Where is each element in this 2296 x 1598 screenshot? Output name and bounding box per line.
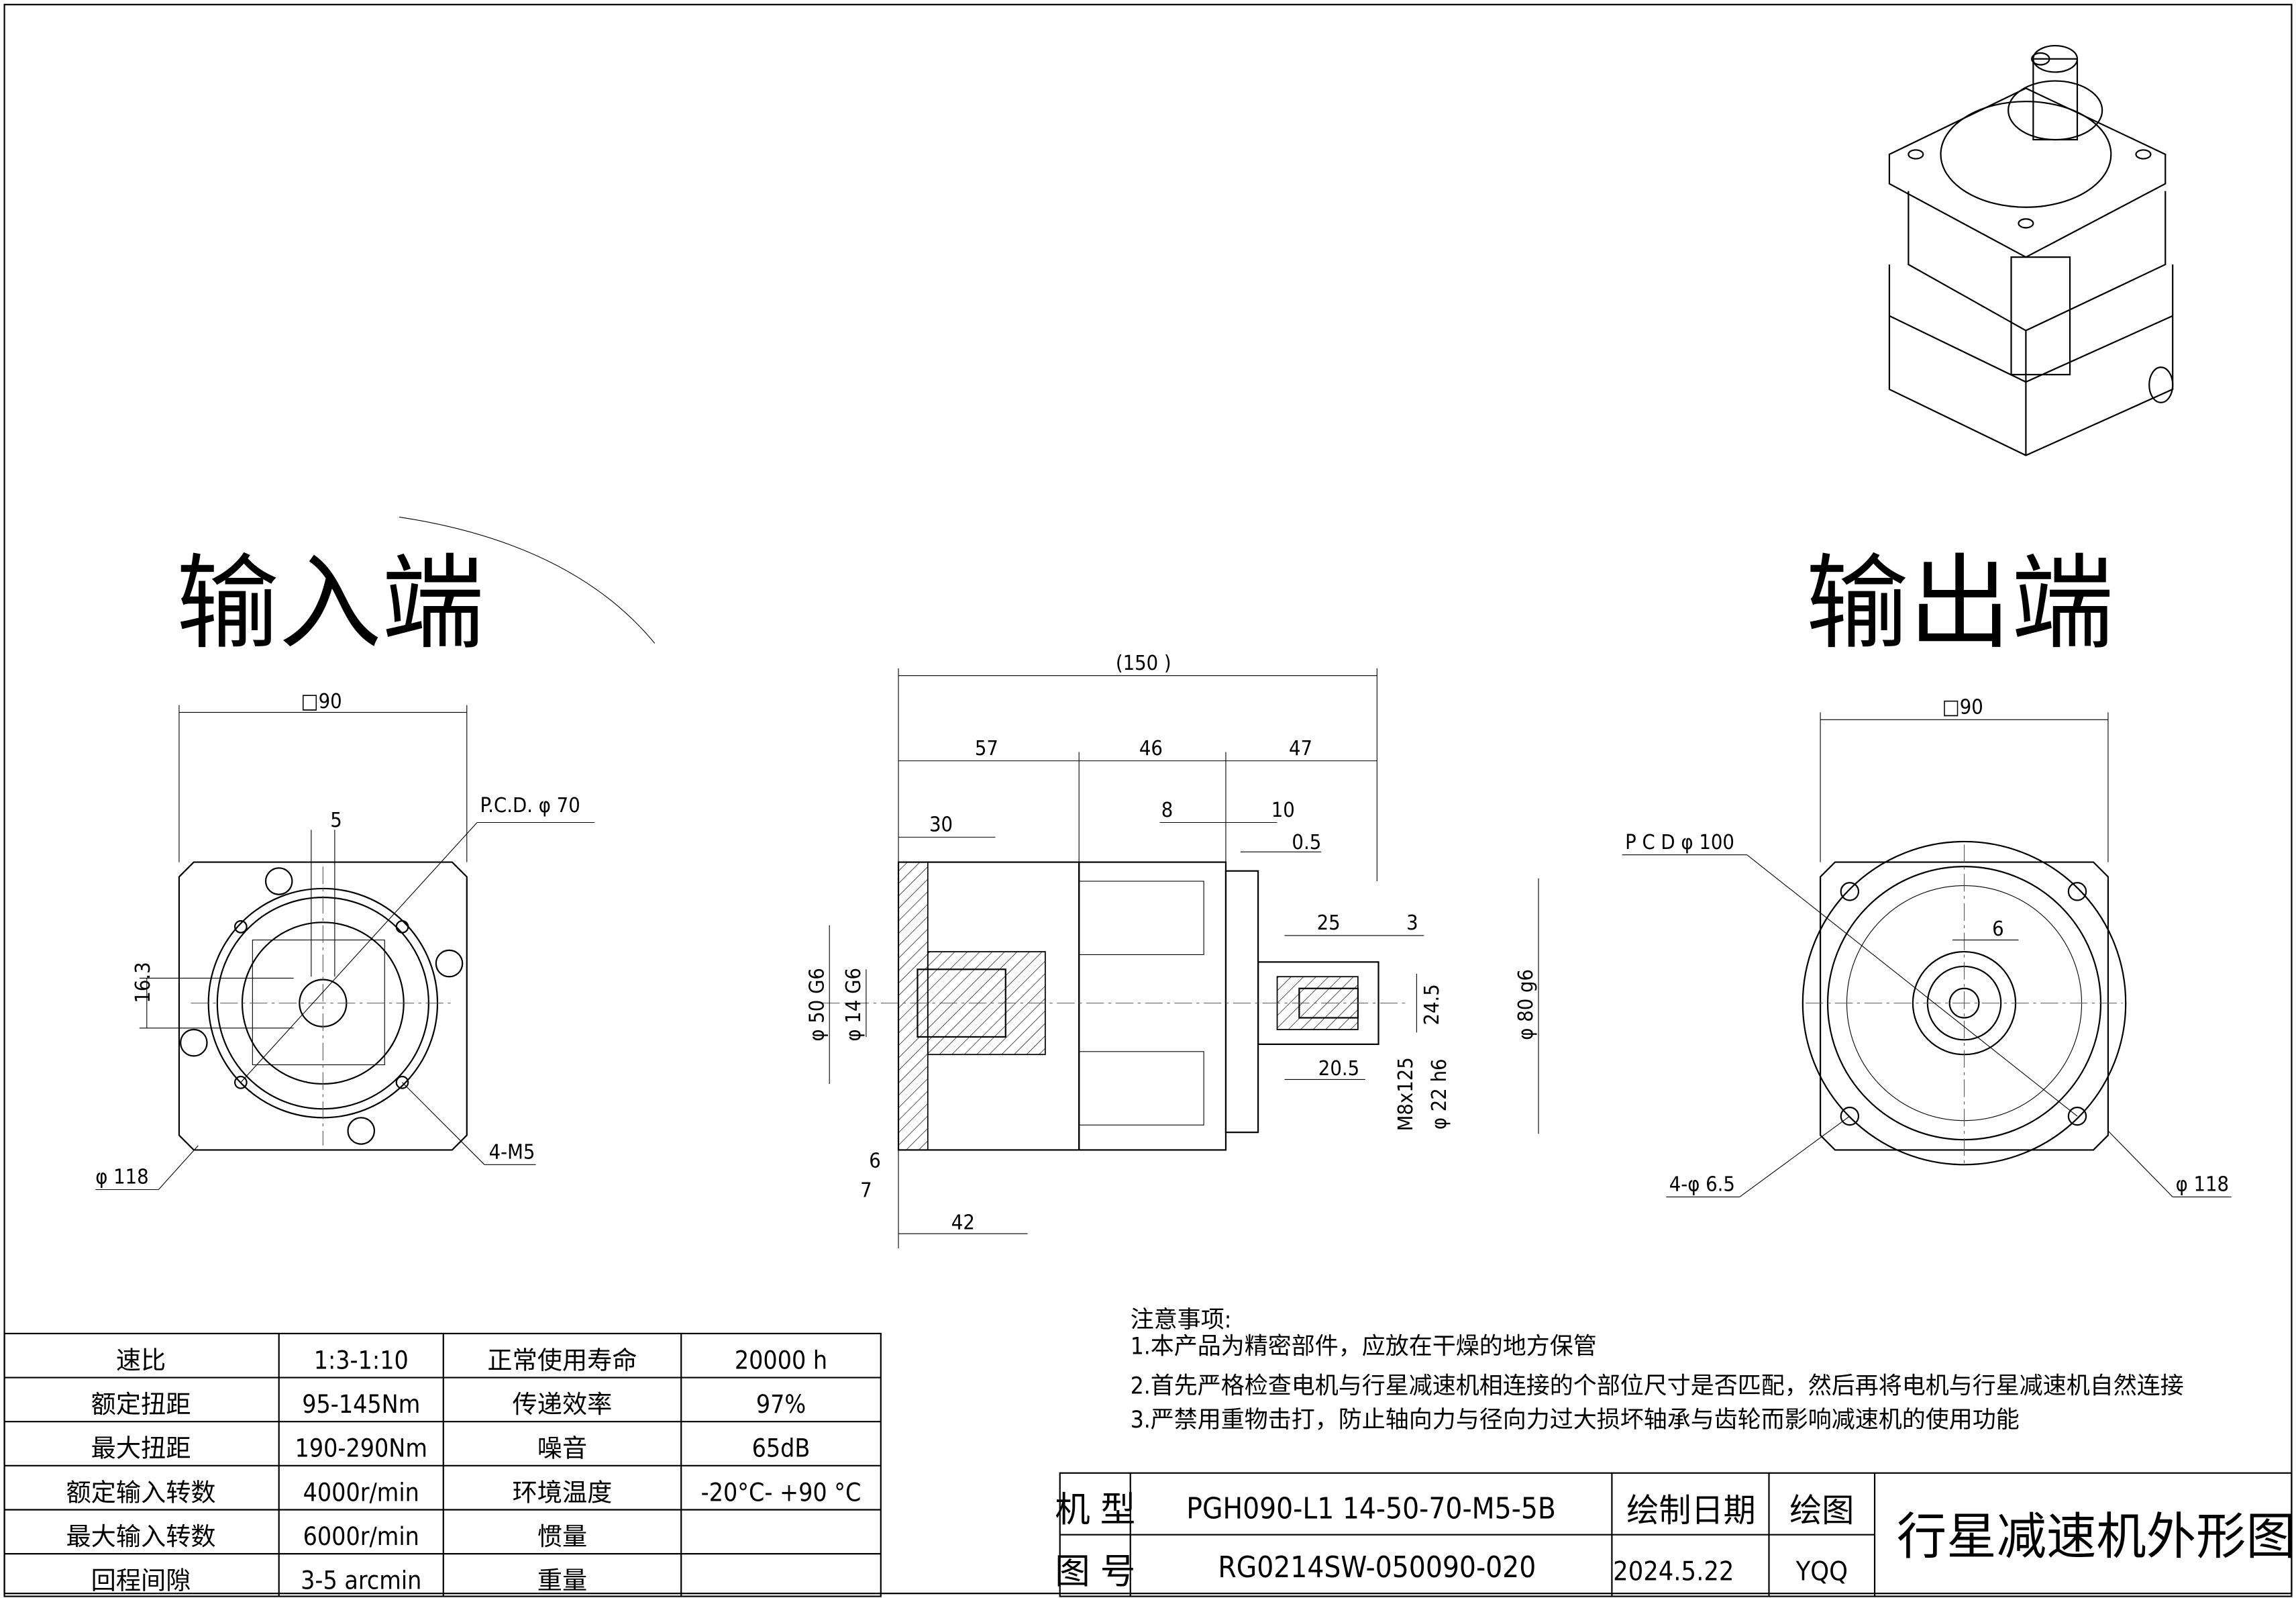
output-square-dim: □90 — [1942, 696, 1983, 719]
spec-value: -20°C- +90 °C — [701, 1477, 862, 1507]
spec-label: 重量 — [537, 1566, 587, 1595]
dim-3: 3 — [1406, 911, 1418, 935]
drawing-border — [3, 3, 2293, 1595]
phi50-dim: φ 50 G6 — [805, 968, 829, 1042]
spec-label: 最大扭距 — [91, 1434, 191, 1463]
spec-label: 惯量 — [537, 1521, 587, 1551]
spec-value: 65dB — [752, 1434, 811, 1463]
dim-20.5: 20.5 — [1318, 1057, 1359, 1081]
dim-30: 30 — [929, 813, 953, 837]
isometric-view — [1888, 44, 2174, 456]
output-outer-dim: φ 118 — [2176, 1173, 2229, 1197]
spec-label: 速比 — [116, 1345, 166, 1375]
dim-7: 7 — [860, 1179, 872, 1202]
input-outer-dim: φ 118 — [95, 1166, 149, 1189]
phi80-dim: φ 80 g6 — [1514, 969, 1538, 1040]
spec-value: 190-290Nm — [295, 1434, 427, 1463]
input-end-view — [95, 705, 595, 1191]
dim-47: 47 — [1289, 737, 1312, 760]
spec-value: 4000r/min — [303, 1477, 419, 1507]
spec-value: 1:3-1:10 — [314, 1345, 409, 1375]
drawing-number-label: 图 号 — [1055, 1551, 1135, 1592]
dim-25: 25 — [1317, 911, 1341, 935]
drawer-value: YQQ — [1795, 1556, 1848, 1587]
output-end-view — [1622, 712, 2232, 1197]
spec-label: 噪音 — [537, 1434, 587, 1463]
dim-8: 8 — [1161, 799, 1173, 822]
total-length-dim: (150 ) — [1116, 652, 1171, 675]
construction-arc — [399, 516, 656, 644]
output-end-title: 输出端 — [1806, 544, 2114, 664]
dim-24.5: 24.5 — [1420, 984, 1444, 1025]
spec-label: 最大输入转数 — [66, 1521, 215, 1551]
drawing-title: 行星减速机外形图 — [1897, 1507, 2296, 1566]
dim-0.5: 0.5 — [1292, 831, 1321, 854]
phi22-dim: φ 22 h6 — [1428, 1058, 1451, 1130]
phi14-dim: φ 14 G6 — [842, 968, 866, 1042]
dim-10: 10 — [1271, 799, 1295, 822]
model-value: PGH090-L1 14-50-70-M5-5B — [1186, 1492, 1556, 1526]
date-value: 2024.5.22 — [1613, 1556, 1734, 1587]
side-section-view — [822, 668, 1539, 1249]
input-end-title: 输入端 — [176, 544, 484, 664]
input-pcd-dim: P.C.D. φ 70 — [480, 794, 580, 817]
input-height-dim: 16.3 — [132, 962, 155, 1003]
note-item: 1.本产品为精密部件，应放在干燥的地方保管 — [1131, 1334, 1597, 1360]
output-pcd-dim: P C D φ 100 — [1625, 831, 1734, 854]
dim-46: 46 — [1139, 737, 1163, 760]
notes-title: 注意事项: — [1131, 1307, 1232, 1334]
thread-dim: M8x125 — [1394, 1057, 1418, 1131]
spec-label: 传递效率 — [513, 1389, 613, 1419]
spec-value: 97% — [756, 1389, 806, 1419]
dim-6: 6 — [869, 1150, 881, 1173]
input-key-dim: 5 — [330, 809, 342, 832]
note-item: 3.严禁用重物击打，防止轴向力与径向力过大损坏轴承与齿轮而影响减速机的使用功能 — [1131, 1407, 2020, 1434]
spec-value: 95-145Nm — [302, 1389, 420, 1419]
spec-label: 环境温度 — [513, 1477, 613, 1507]
input-square-dim: □90 — [301, 690, 342, 713]
output-key-dim: 6 — [1992, 917, 2004, 941]
dim-42: 42 — [951, 1211, 975, 1235]
output-holes-dim: 4-φ 6.5 — [1669, 1173, 1735, 1197]
model-label: 机 型 — [1055, 1489, 1135, 1530]
drawing-number-value: RG0214SW-050090-020 — [1218, 1550, 1536, 1585]
spec-table — [3, 1332, 882, 1597]
spec-label: 额定扭距 — [91, 1389, 191, 1419]
spec-label: 额定输入转数 — [66, 1477, 215, 1507]
notes: 注意事项: 1.本产品为精密部件，应放在干燥的地方保管 2.首先严格检查电机与行… — [1131, 1307, 2184, 1434]
dim-57: 57 — [975, 737, 998, 760]
spec-label: 正常使用寿命 — [487, 1345, 637, 1375]
spec-label: 回程间隙 — [91, 1566, 191, 1595]
date-label: 绘制日期 — [1626, 1492, 1756, 1530]
input-bolts-dim: 4-M5 — [489, 1141, 535, 1164]
note-item: 2.首先严格检查电机与行星减速机相连接的个部位尺寸是否匹配，然后再将电机与行星减… — [1131, 1373, 2184, 1400]
spec-value: 3-5 arcmin — [301, 1566, 421, 1595]
title-block — [1059, 1472, 2293, 1597]
spec-value: 20000 h — [735, 1345, 827, 1375]
spec-value: 6000r/min — [303, 1521, 419, 1551]
drawer-label: 绘图 — [1789, 1492, 1854, 1530]
